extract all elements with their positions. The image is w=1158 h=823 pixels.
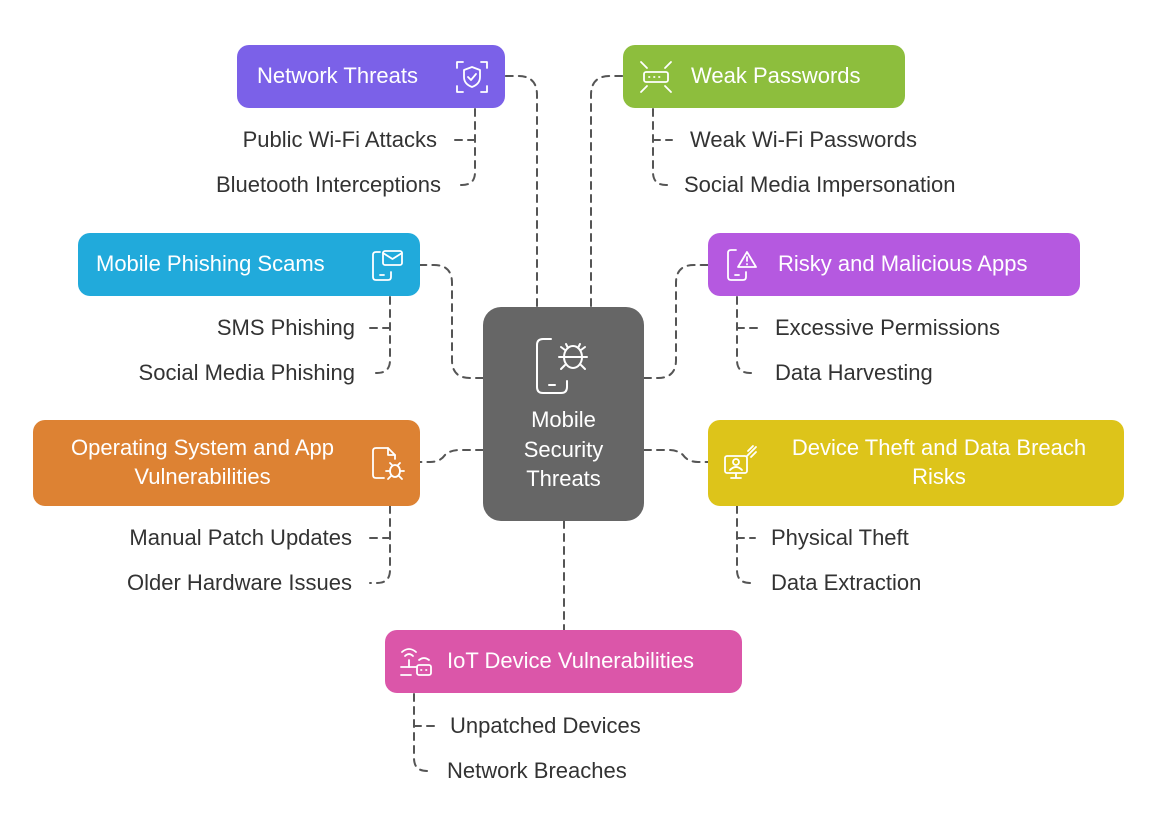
leaf-physical-theft: Physical Theft	[771, 525, 909, 550]
branch-network-threats: Network Threats	[237, 45, 505, 108]
branch-label: Weak Passwords	[691, 63, 861, 89]
leaf-social-media-impersonation: Social Media Impersonation	[684, 172, 956, 197]
shield-target-icon	[453, 58, 491, 96]
branch-mobile-phishing-scams: Mobile Phishing Scams	[78, 233, 420, 296]
branch-label-line: Operating System and App	[71, 435, 334, 461]
leaf-data-extraction: Data Extraction	[771, 570, 922, 595]
bracket-risky-apps	[736, 296, 758, 374]
branch-label-line: Vulnerabilities	[134, 464, 271, 489]
leaf-older-hardware-issues: Older Hardware Issues	[127, 570, 352, 595]
leaf-weak-wifi-passwords: Weak Wi-Fi Passwords	[690, 127, 917, 152]
branch-label: Network Threats	[257, 63, 418, 89]
connector-risky-apps	[643, 264, 709, 379]
connector-os	[419, 449, 484, 463]
leaf-bluetooth-interceptions: Bluetooth Interceptions	[215, 172, 441, 197]
bracket-phishing	[369, 296, 391, 374]
center-title-line: Mobile	[531, 407, 596, 432]
connector-phishing	[419, 264, 484, 379]
bracket-os	[369, 505, 391, 584]
leaf-data-harvesting: Data Harvesting	[775, 360, 933, 385]
leaf-public-wifi-attacks: Public Wi-Fi Attacks	[242, 127, 437, 152]
center-title: Mobile Security Threats	[483, 405, 644, 494]
branch-risky-malicious-apps: Risky and Malicious Apps	[708, 233, 1080, 296]
bracket-network	[454, 108, 476, 186]
connector-weak-passwords	[590, 75, 624, 307]
branch-device-theft-risks: Device Theft and Data Breach Risks	[708, 420, 1124, 506]
phone-warning-icon	[722, 246, 760, 284]
leaf-unpatched-devices: Unpatched Devices	[450, 713, 641, 738]
bracket-theft	[736, 505, 756, 584]
monitor-user-icon	[720, 443, 760, 483]
leaf-excessive-permissions: Excessive Permissions	[775, 315, 1000, 340]
bracket-weak-passwords	[652, 108, 673, 186]
branch-label: Device Theft and Data Breach Risks	[768, 434, 1110, 491]
center-node: Mobile Security Threats	[483, 307, 644, 521]
center-title-line: Threats	[526, 466, 601, 492]
branch-label-line: Risks	[912, 464, 966, 489]
leaf-sms-phishing: SMS Phishing	[216, 315, 355, 340]
center-title-line: Security	[523, 436, 604, 462]
branch-label-line: Device Theft and Data Breach	[791, 435, 1087, 461]
leaf-social-media-phishing: Social Media Phishing	[138, 360, 355, 385]
branch-label: Mobile Phishing Scams	[96, 251, 325, 277]
phone-bug-icon	[533, 335, 595, 402]
connector-network	[504, 75, 538, 307]
branch-label: Operating System and App Vulnerabilities	[47, 434, 358, 491]
leaf-network-breaches: Network Breaches	[447, 758, 627, 783]
bracket-iot	[413, 693, 435, 772]
password-field-icon	[637, 58, 675, 96]
connector-theft	[643, 449, 709, 463]
router-signal-icon	[397, 643, 435, 681]
branch-os-app-vulnerabilities: Operating System and App Vulnerabilities	[33, 420, 420, 506]
leaf-manual-patch-updates: Manual Patch Updates	[129, 525, 352, 550]
branch-label: IoT Device Vulnerabilities	[447, 648, 695, 674]
phone-mail-icon	[368, 246, 406, 284]
branch-label: Risky and Malicious Apps	[778, 251, 1028, 277]
branch-weak-passwords: Weak Passwords	[623, 45, 905, 108]
branch-iot-device-vulnerabilities: IoT Device Vulnerabilities	[385, 630, 742, 693]
file-bug-icon	[368, 444, 406, 482]
